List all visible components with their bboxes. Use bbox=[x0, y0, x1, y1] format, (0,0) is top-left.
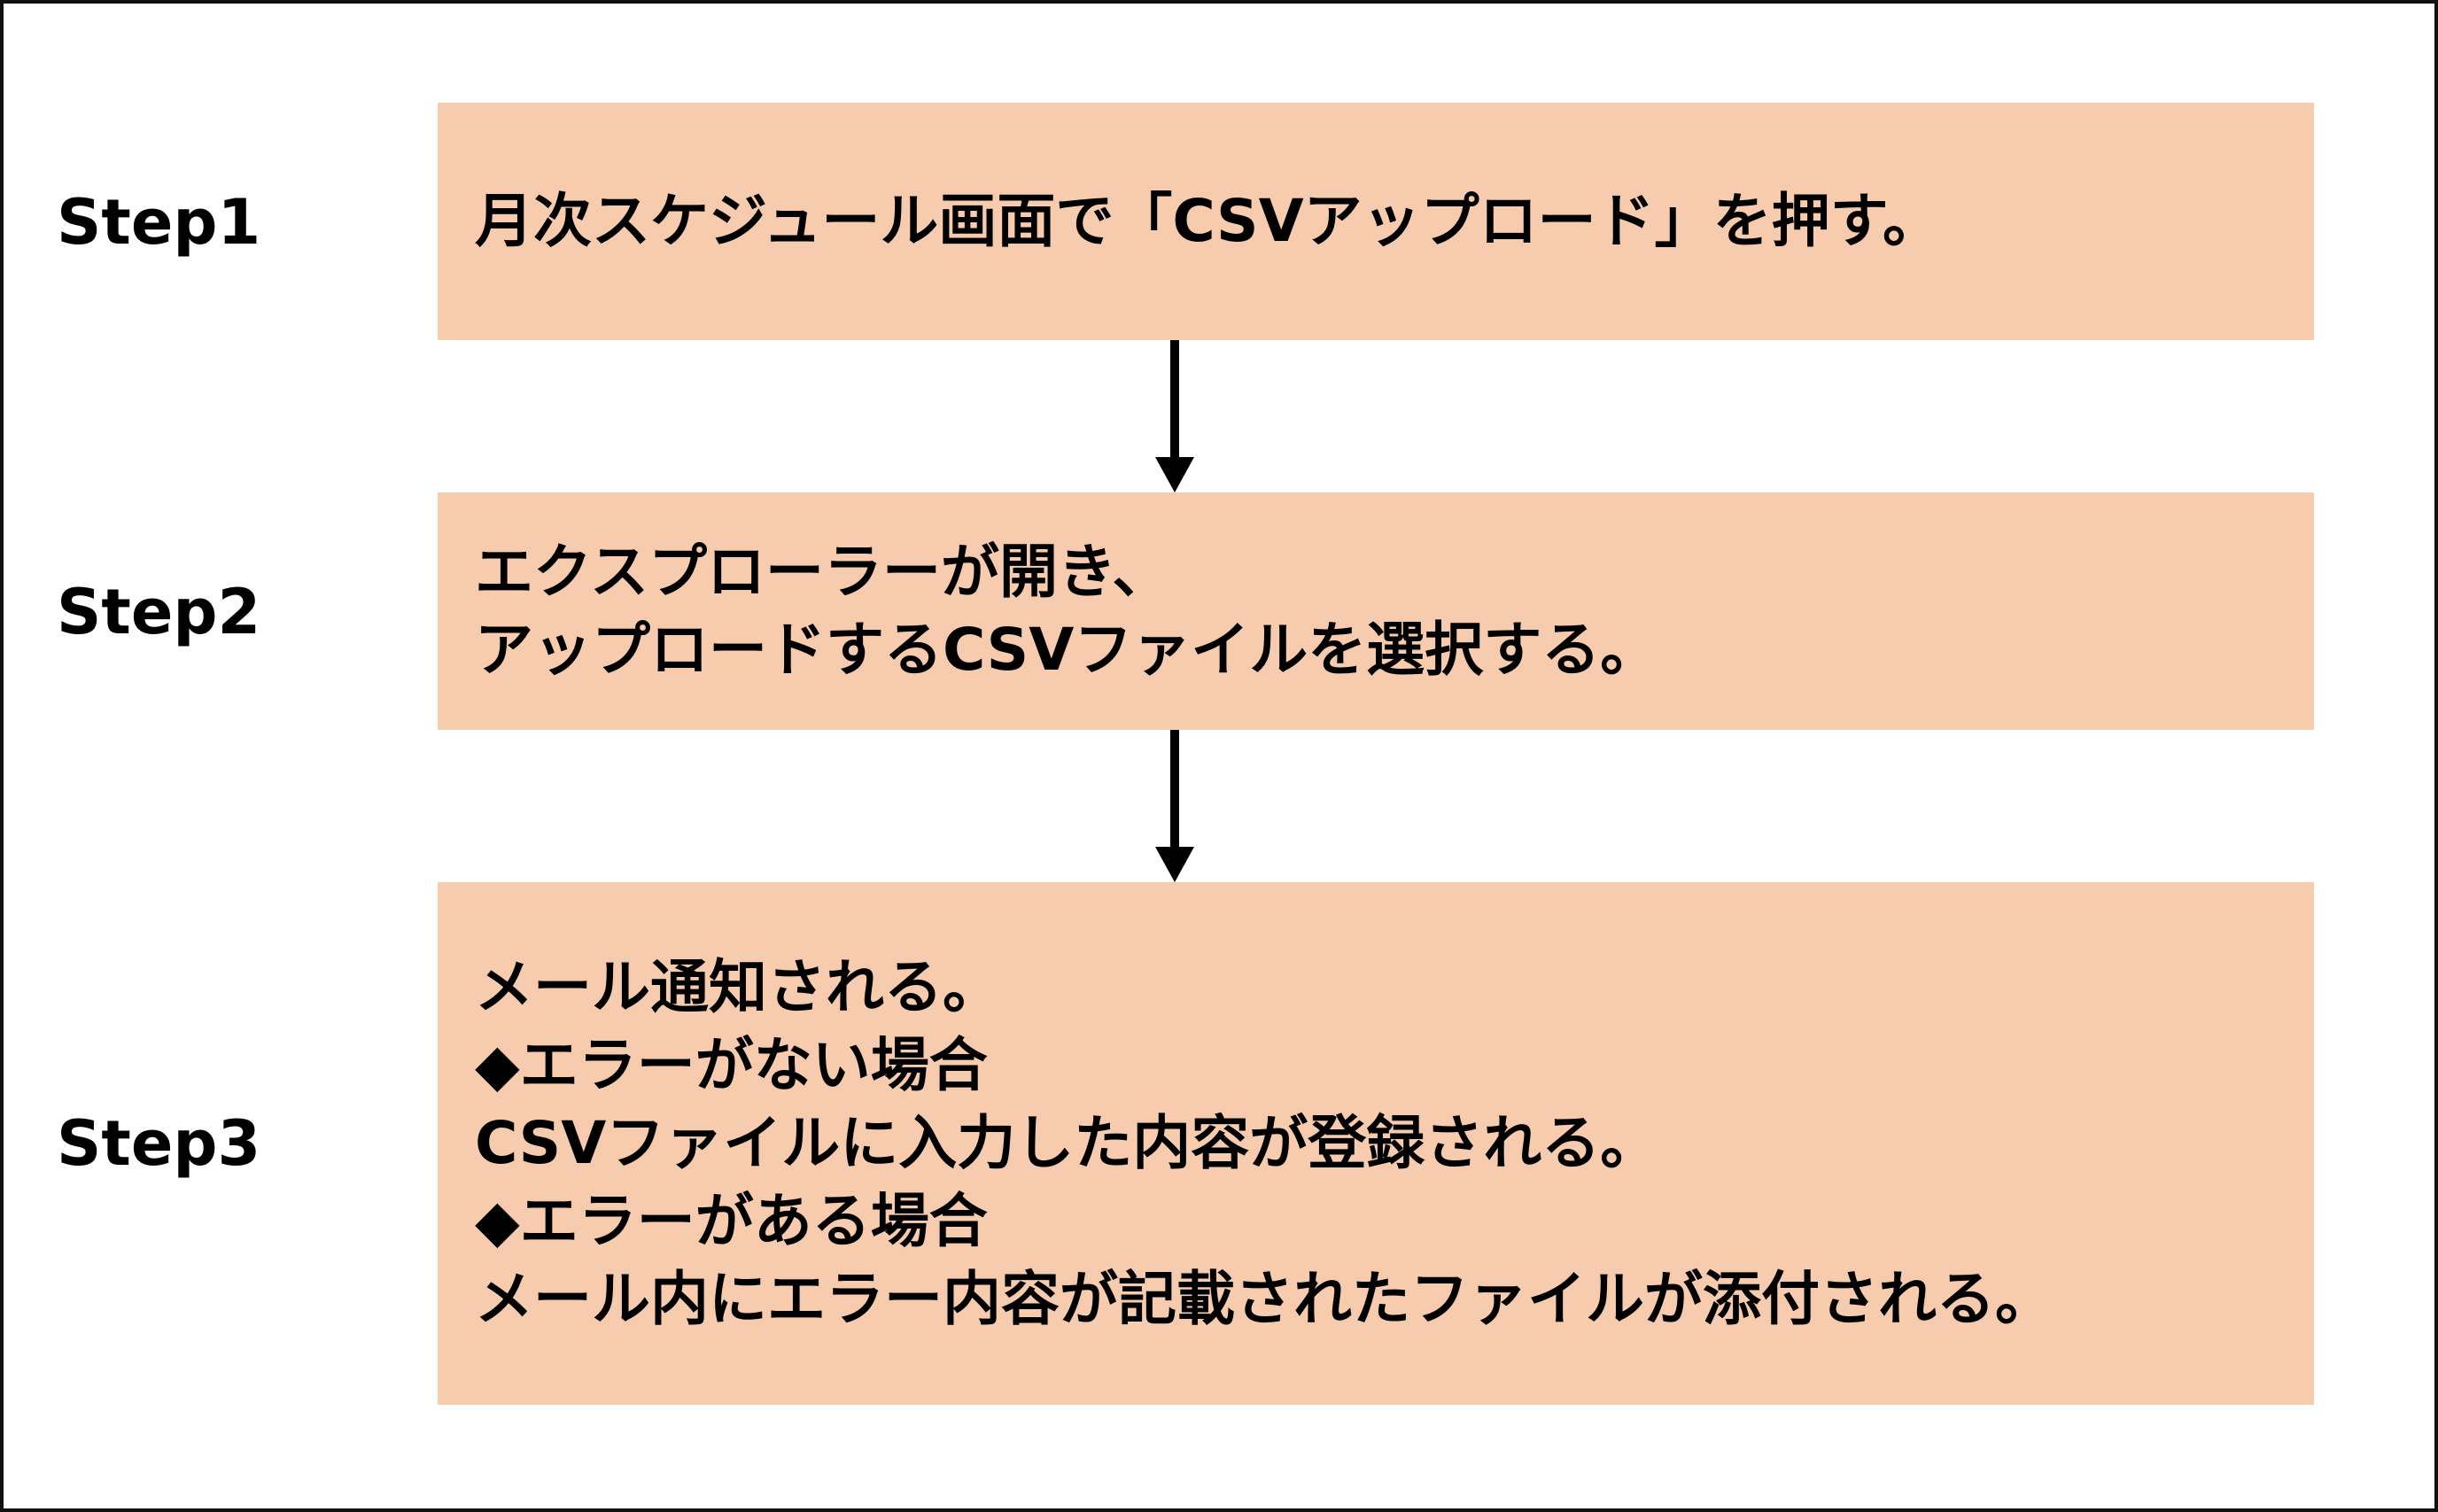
step3-label: Step3 bbox=[57, 1107, 261, 1180]
step3-box: メール通知される。 ◆エラーがない場合 CSVファイルに入力した内容が登録される… bbox=[438, 882, 2314, 1405]
arrow-shaft bbox=[1170, 340, 1179, 459]
step1-text-line: 月次スケジュール画面で「CSVアップロード」を押す。 bbox=[475, 187, 1942, 255]
step2-text-line: エクスプローラーが開き、 bbox=[475, 538, 1171, 606]
arrow-down-icon bbox=[1155, 847, 1194, 882]
arrow-down-icon bbox=[1155, 457, 1194, 492]
step3-text-line: メール通知される。 bbox=[475, 953, 1001, 1021]
step1-label: Step1 bbox=[57, 186, 261, 259]
arrow-step1-to-step2 bbox=[1155, 340, 1194, 492]
arrow-step2-to-step3 bbox=[1155, 730, 1194, 882]
step3-text-line: ◆エラーがある場合 bbox=[475, 1187, 988, 1255]
step2-box: エクスプローラーが開き、 アップロードするCSVファイルを選択する。 bbox=[438, 492, 2314, 730]
step3-text-line: CSVファイルに入力した内容が登録される。 bbox=[475, 1109, 1659, 1177]
step2-text-line: アップロードするCSVファイルを選択する。 bbox=[475, 616, 1659, 684]
step3-text-line: ◆エラーがない場合 bbox=[475, 1031, 988, 1099]
step1-box: 月次スケジュール画面で「CSVアップロード」を押す。 bbox=[438, 103, 2314, 340]
step3-text-line: メール内にエラー内容が記載されたファイルが添付される。 bbox=[475, 1265, 2054, 1333]
arrow-shaft bbox=[1170, 730, 1179, 849]
step2-label: Step2 bbox=[57, 576, 261, 648]
